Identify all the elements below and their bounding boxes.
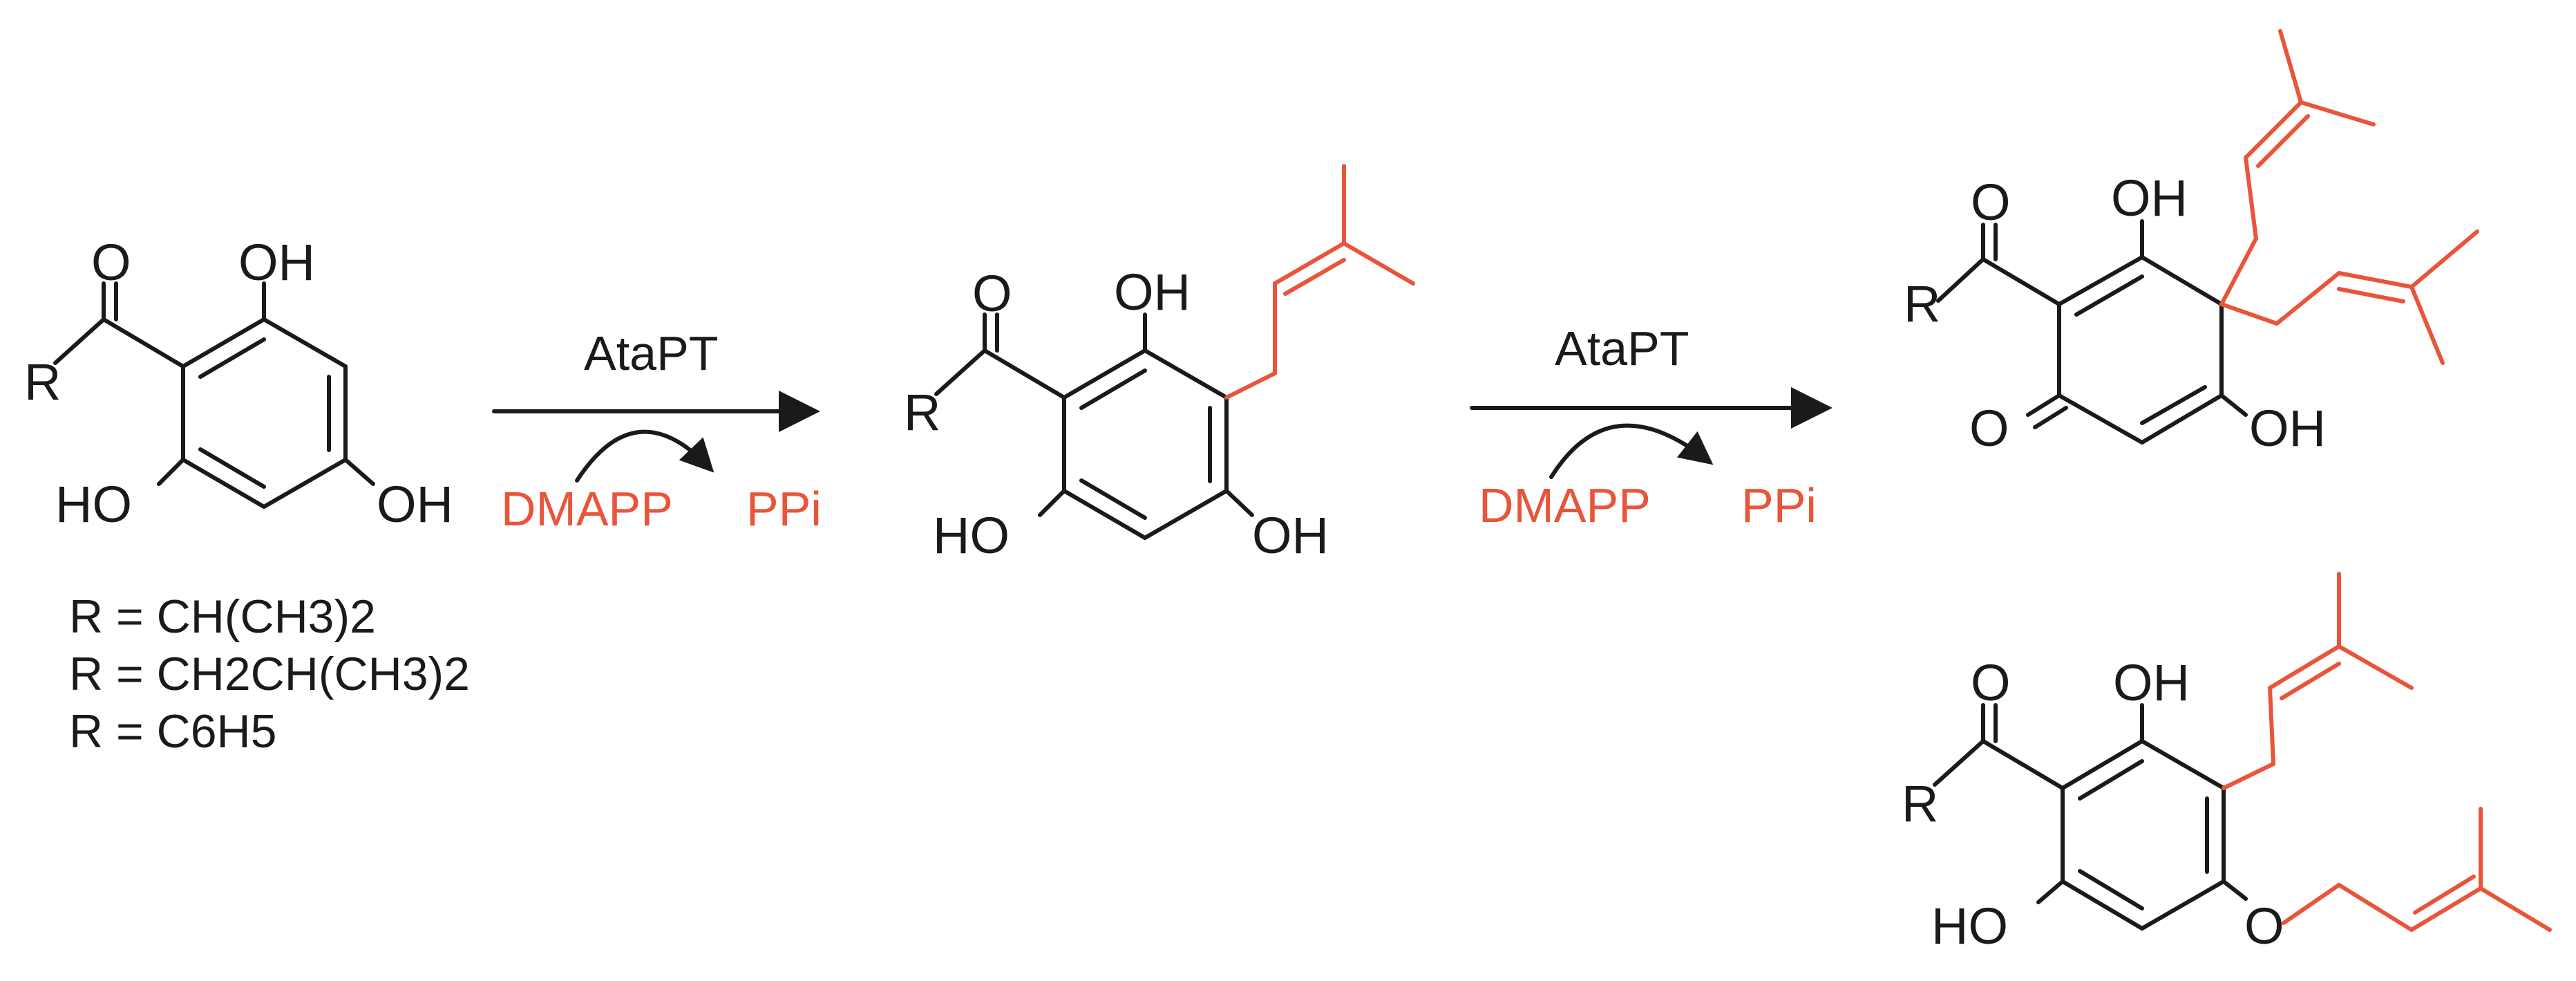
ether-oxygen-label: O bbox=[2244, 897, 2284, 955]
r-group-definition: R = CH(CH3)2 bbox=[69, 590, 376, 643]
reaction-arrow-1: AtaPT DMAPP PPi bbox=[492, 326, 822, 536]
prenyl-chain bbox=[2222, 572, 2414, 790]
intermediate-molecule: O R OH HO OH bbox=[904, 164, 1415, 564]
byproduct-label: PPi bbox=[746, 482, 822, 536]
prenyl-chain bbox=[1224, 164, 1415, 400]
r-group-label: R bbox=[904, 384, 940, 441]
substrate-ring bbox=[181, 317, 348, 509]
prenyl-chain bbox=[2219, 29, 2376, 306]
carbonyl-oxygen-label: O bbox=[91, 234, 131, 291]
cosubstrate-label: DMAPP bbox=[501, 482, 673, 536]
hydroxyl-label-left: HO bbox=[1931, 897, 2008, 955]
r-group-label: R bbox=[1904, 275, 1940, 333]
hydroxyl-label-left: HO bbox=[933, 507, 1010, 564]
hydroxyl-label-right: OH bbox=[377, 476, 453, 533]
product-b-ring bbox=[2061, 739, 2226, 931]
intermediate-ring bbox=[1062, 348, 1229, 540]
carbonyl-oxygen-label: O bbox=[972, 265, 1012, 322]
reaction-arrow-2: AtaPT DMAPP PPi bbox=[1470, 321, 1832, 532]
substrate-molecule: O R OH HO OH bbox=[24, 234, 453, 533]
product-diprenyl-dienone: O R OH O OH bbox=[1904, 29, 2479, 457]
hydroxyl-label-top: OH bbox=[2111, 169, 2188, 227]
hydroxyl-label-top: OH bbox=[238, 234, 315, 291]
carbonyl-oxygen-label: O bbox=[1971, 174, 2011, 231]
r-group-label: R bbox=[24, 353, 61, 411]
r-group-definitions: R = CH(CH3)2 R = CH2CH(CH3)2 R = C6H5 bbox=[69, 590, 470, 758]
r-group-label: R bbox=[1902, 775, 1938, 832]
enzyme-label: AtaPT bbox=[1555, 321, 1689, 375]
byproduct-label: PPi bbox=[1741, 478, 1817, 532]
hydroxyl-label-right: OH bbox=[2249, 400, 2326, 457]
hydroxyl-label-right: OH bbox=[1252, 507, 1329, 564]
hydroxyl-label-top: OH bbox=[2113, 654, 2190, 711]
hydroxyl-label-left: HO bbox=[55, 476, 132, 533]
r-group-definition: R = C6H5 bbox=[69, 705, 276, 758]
ring-ketone-oxygen-label: O bbox=[1969, 400, 2009, 457]
enzyme-label: AtaPT bbox=[584, 326, 719, 380]
prenyl-chain bbox=[2219, 230, 2479, 365]
dienone-ring bbox=[2057, 255, 2224, 445]
carbonyl-oxygen-label: O bbox=[1971, 654, 2011, 711]
r-group-definition: R = CH2CH(CH3)2 bbox=[69, 648, 470, 700]
product-c-o-diprenyl: O R OH HO O bbox=[1902, 572, 2552, 955]
cosubstrate-label: DMAPP bbox=[1479, 478, 1651, 532]
prenyl-chain bbox=[2282, 807, 2552, 932]
hydroxyl-label-top: OH bbox=[1114, 263, 1191, 321]
